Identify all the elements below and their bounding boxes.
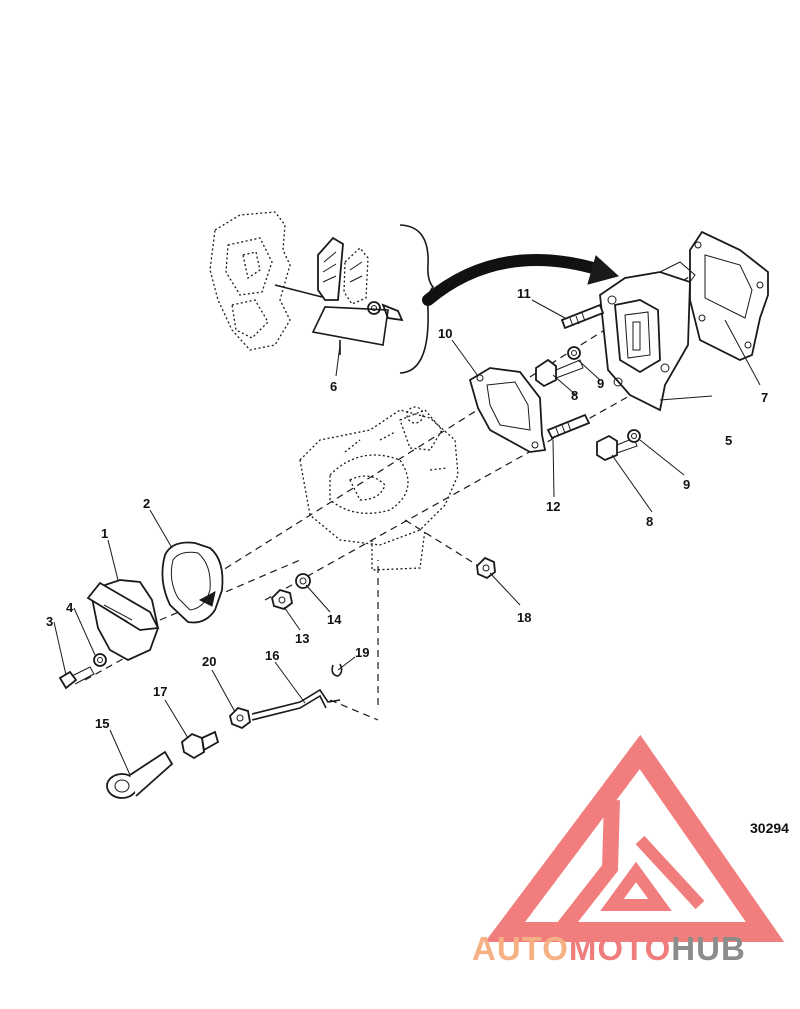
callout-2: 2 [143,496,150,511]
callout-4: 4 [66,600,74,615]
part-2-housing [161,541,224,624]
part-5-reed-block [599,261,696,412]
part-15-knob [106,750,174,799]
callout-7: 7 [761,390,768,405]
part-14-washer [295,573,311,589]
carburetor-reference-drawing [299,406,459,571]
callout-19: 19 [355,645,369,660]
part-17-fitting [181,730,220,760]
reed-block-reference-drawing [209,211,404,355]
part-8-bolt-upper [535,358,584,388]
part-9-washer-upper [567,346,581,360]
callout-3: 3 [46,614,53,629]
callout-8-upper: 8 [571,388,578,403]
watermark-logo-icon [485,734,785,942]
part-3-screw [58,666,95,690]
part-9-washer-lower [627,429,641,443]
watermark-hub: HUB [671,930,746,967]
callout-5: 5 [725,433,732,448]
callout-15: 15 [95,716,109,731]
callout-9-upper: 9 [597,376,604,391]
curved-arrow-icon [422,254,620,306]
callout-18: 18 [517,610,531,625]
part-7-gasket [689,230,769,361]
callout-6: 6 [330,379,337,394]
part-19-clip [331,663,343,677]
callout-14: 14 [327,612,342,627]
callout-11: 11 [517,286,531,301]
callout-12: 12 [546,499,560,514]
callout-9-lower: 9 [683,477,690,492]
part-16-link-rod [251,688,341,721]
figure-number: 30294 [750,820,789,836]
brace-bracket [399,224,435,374]
callout-8-lower: 8 [646,514,653,529]
part-10-gasket [468,367,547,453]
part-11-stud [560,303,605,330]
watermark-text: AUTOMOTOHUB [472,930,746,967]
part-13-nut [271,588,293,610]
part-12-stud [546,413,591,440]
leader-lines [53,299,761,776]
callout-13: 13 [295,631,309,646]
part-1-cover [86,579,160,662]
callout-17: 17 [153,684,167,699]
part-20-nut [229,706,251,730]
watermark-auto: AUTO [472,930,569,967]
part-4-washer [93,653,107,667]
callout-1: 1 [101,526,108,541]
watermark-moto: MOTO [569,930,671,967]
callout-20: 20 [202,654,216,669]
callout-16: 16 [265,648,279,663]
callout-10: 10 [438,326,452,341]
